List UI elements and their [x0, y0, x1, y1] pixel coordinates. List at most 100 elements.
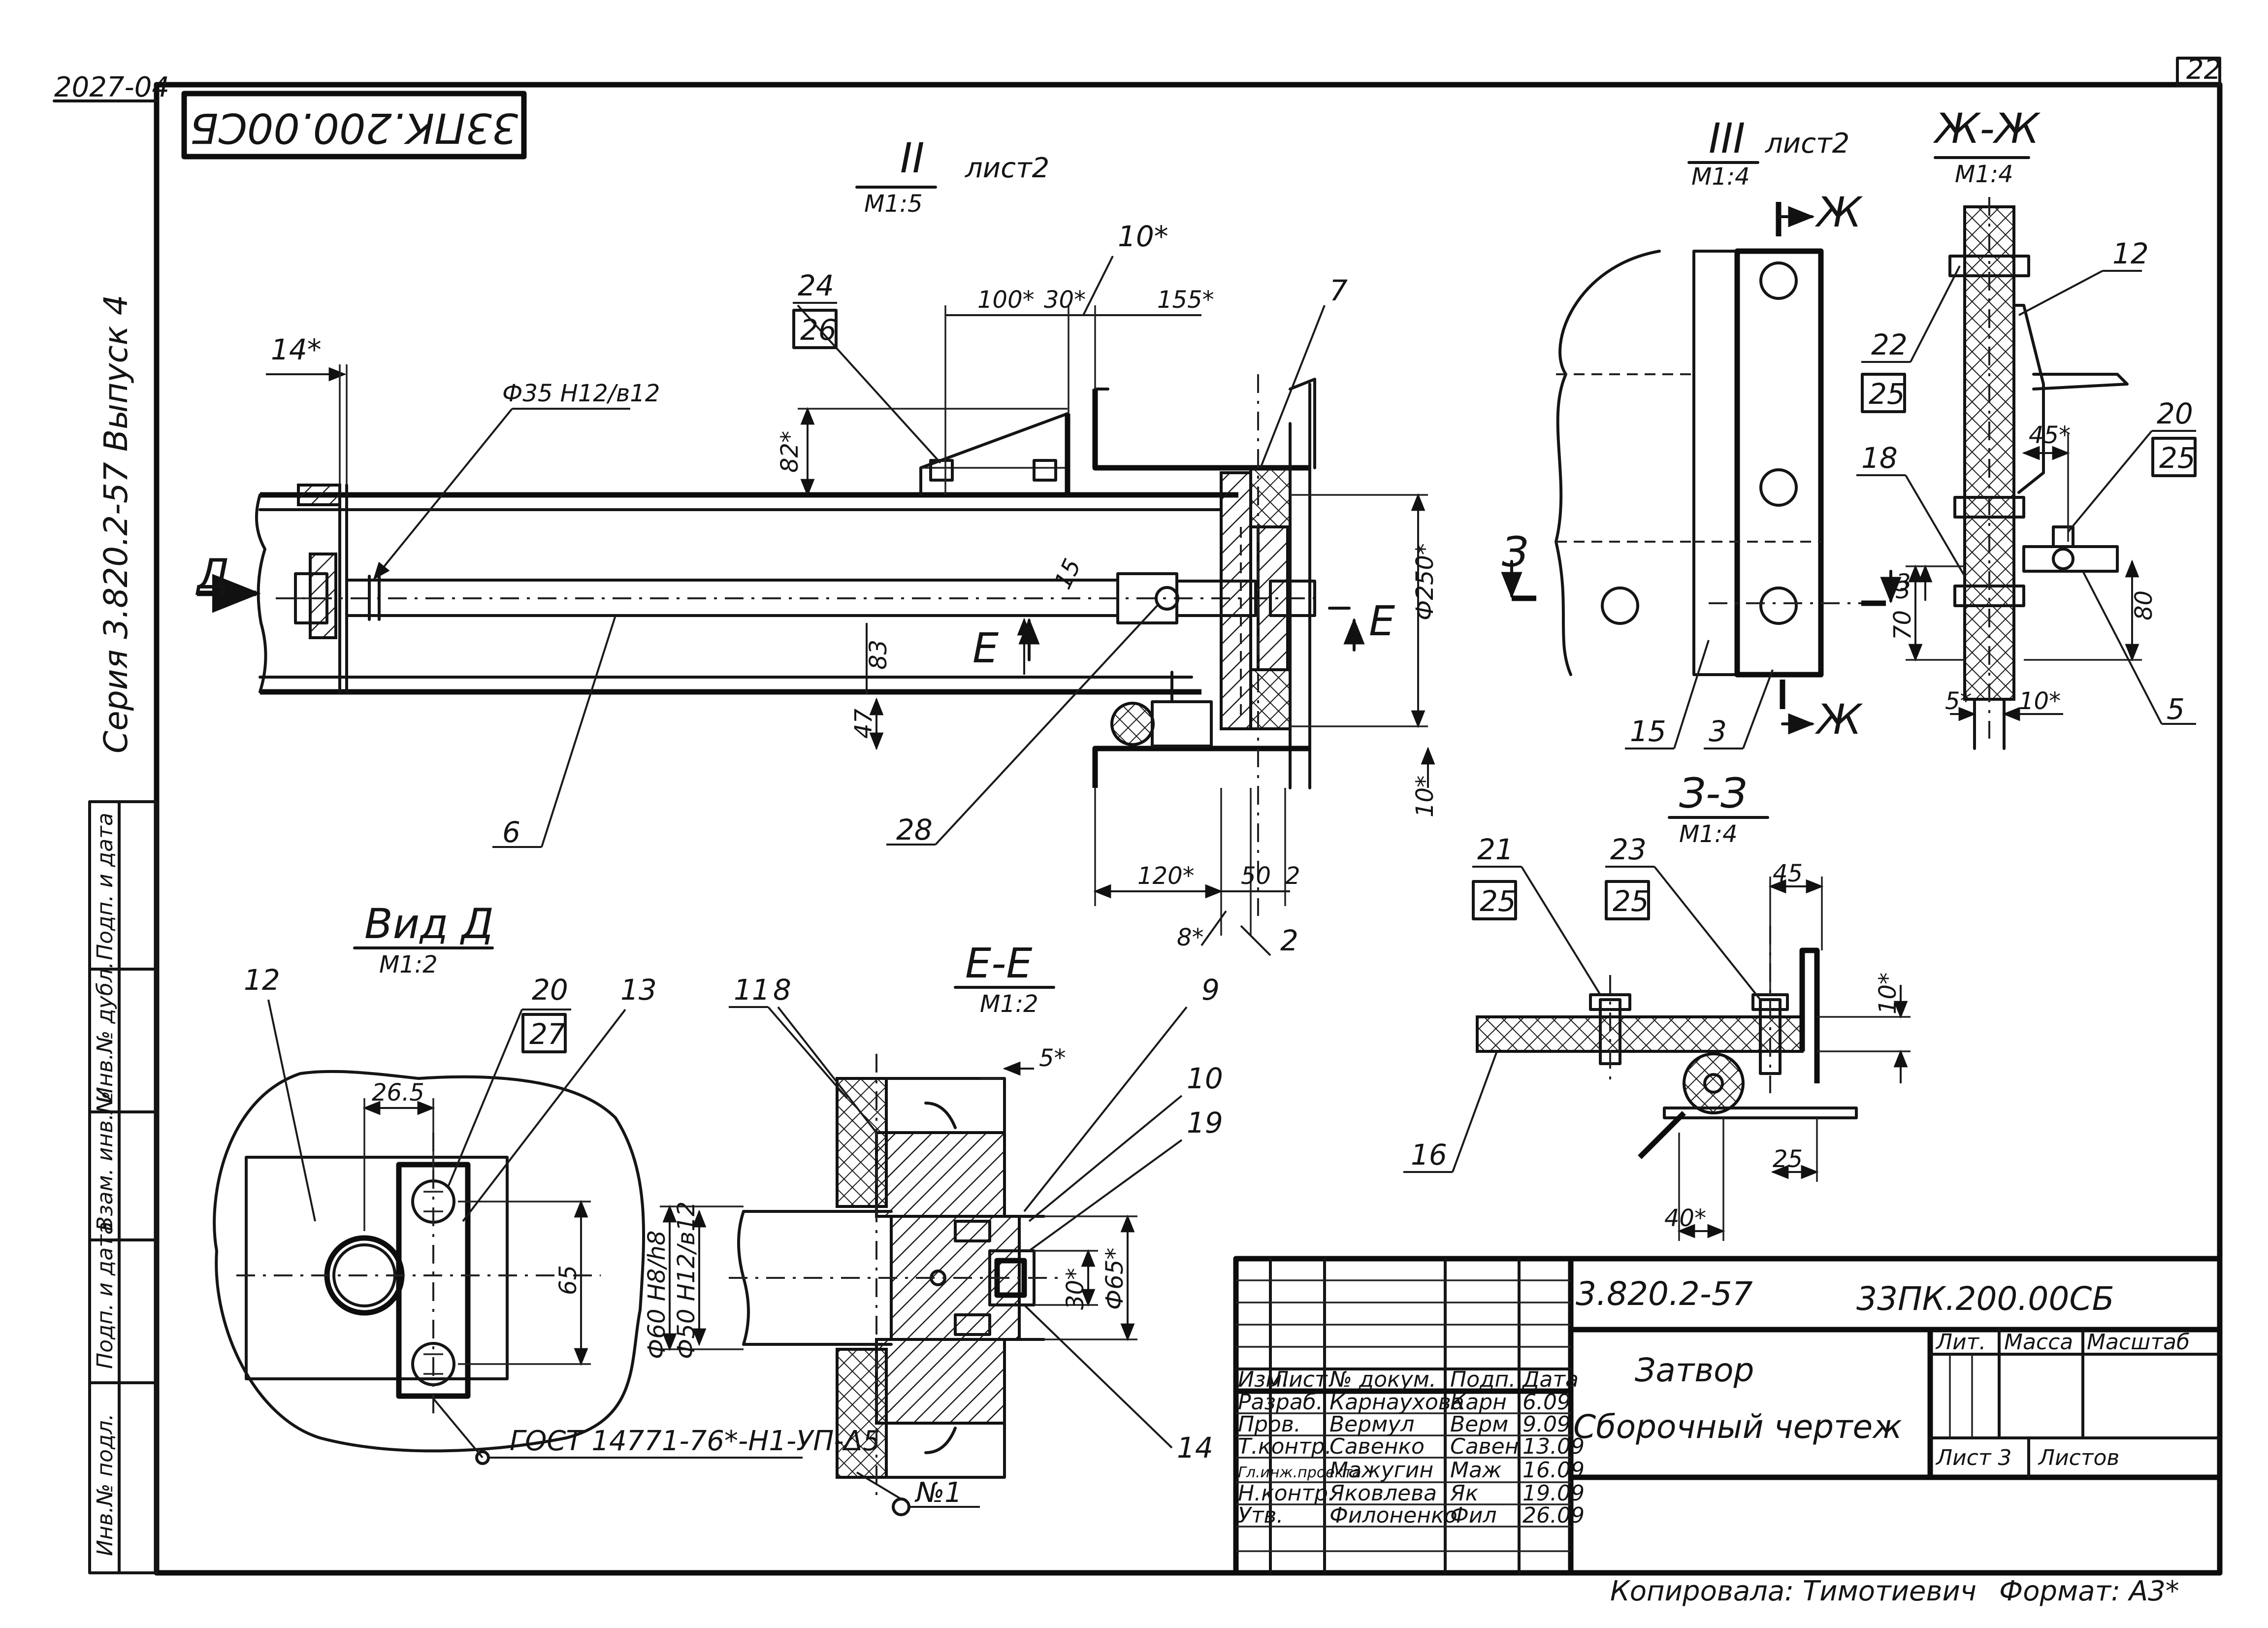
side-strip: Инв.№ подл. Подп. и дата Взам. инв.№ Инв… — [88, 800, 158, 1574]
section-e: Е-Е М1:2 5* Ф60 Н8/h8 Ф — [643, 939, 1223, 1516]
dim-zh-5: 5* — [1945, 687, 1972, 715]
callout-26: 26 — [800, 313, 837, 347]
callout-25d: 25 — [1613, 884, 1649, 918]
section-z-scale: М1:4 — [1679, 820, 1738, 848]
callout-27: 27 — [529, 1017, 566, 1051]
weld-note: ГОСТ 14771-76*-Н1-УП-Δ5 — [510, 1425, 880, 1457]
dim-zh-70: 70 — [1889, 610, 1916, 640]
tb-doctype: Сборочный чертеж — [1573, 1408, 1902, 1446]
footer-copied: Копировала: Тимотиевич — [1610, 1575, 1976, 1607]
view-3-sheet: лист2 — [1765, 128, 1849, 160]
dim-zh-3: 3 — [1896, 569, 1911, 597]
tb-name: Затвор — [1635, 1351, 1754, 1389]
dim-vd-65: 65 — [554, 1265, 582, 1295]
callout-10b: 10 — [1187, 1062, 1223, 1095]
dim-10: 10* — [1411, 776, 1439, 817]
callout-14: 14 — [1177, 1431, 1213, 1465]
tb-date-5: 26.09 — [1523, 1503, 1585, 1528]
side-label-2: Взам. инв.№ — [93, 1091, 118, 1231]
marker-e-right: Е — [1369, 597, 1395, 645]
callout-18: 18 — [1861, 441, 1898, 475]
view-3-scale: М1:4 — [1691, 163, 1750, 191]
dim-zz-40: 40* — [1664, 1205, 1706, 1232]
corner-code: 2027-04 — [54, 71, 169, 103]
callout-7: 7 — [1329, 274, 1348, 307]
view-3-title: III — [1709, 114, 1745, 163]
callout-21: 21 — [1477, 833, 1514, 866]
dim-83: 83 — [865, 640, 892, 670]
tb-lit: Лит. — [1935, 1330, 1986, 1355]
dim-ee-phi60: Ф60 Н8/h8 — [643, 1231, 671, 1359]
tb-role-3: Гл.инж.проекта — [1238, 1464, 1361, 1481]
tb-date-4: 19.09 — [1523, 1481, 1585, 1506]
callout-3: 3 — [1709, 715, 1727, 748]
callout-8: 8 — [773, 973, 791, 1007]
tb-sign-2: Савен — [1450, 1434, 1519, 1459]
section-e-scale: М1:2 — [980, 990, 1038, 1018]
tb-sign-1: Верм — [1450, 1412, 1508, 1437]
dim-zh-10: 10* — [2019, 687, 2061, 715]
tb-col-date: Дата — [1522, 1367, 1579, 1392]
tb-col-list: Лист — [1271, 1367, 1328, 1392]
dim-phi250: Ф250* — [1411, 543, 1439, 620]
title-block: Изм. Лист № докум. Подп. Дата Разраб. Ка… — [1233, 1256, 2223, 1576]
callout-6: 6 — [502, 815, 520, 849]
dim-ee-30: 30* — [1062, 1268, 1089, 1310]
dim-30: 30* — [1044, 286, 1086, 314]
dim-ee-5: 5* — [1039, 1044, 1066, 1072]
dim-47: 47 — [850, 708, 877, 739]
dim-120: 120* — [1137, 862, 1195, 890]
tb-scale: Масштаб — [2087, 1330, 2190, 1355]
callout-25c: 25 — [1480, 884, 1516, 918]
tb-sheet: Лист 3 — [1935, 1445, 2011, 1470]
callout-22: 22 — [1871, 328, 1908, 361]
marker-zh-top: Ж — [1814, 188, 1863, 236]
callout-23: 23 — [1610, 833, 1647, 866]
callout-12b: 12 — [244, 963, 280, 997]
callout-20b: 20 — [532, 973, 568, 1007]
dim-82: 82* — [776, 431, 804, 473]
stamp-text: 33ПК.200.00СБ — [190, 104, 518, 152]
view-3: III лист2 М1:4 Ж Ж З 3 15 3 — [1501, 114, 1911, 749]
rotated-stamp: 33ПК.200.00СБ — [181, 91, 527, 160]
tb-name-0: Карнаухова — [1329, 1390, 1464, 1415]
callout-13: 13 — [620, 973, 657, 1007]
section-e-title: Е-Е — [965, 939, 1032, 987]
tb-role-4: Н.контр. — [1238, 1481, 1335, 1506]
dim-zz-10: 10* — [1874, 973, 1902, 1014]
dim-ee-phi50: Ф50 Н12/в12 — [673, 1202, 700, 1359]
series-vertical: Серия 3.820.2-57 Выпуск 4 — [97, 294, 135, 753]
tb-sign-3: Маж — [1450, 1458, 1502, 1483]
view-d: Вид Д М1:2 26.5 65 12 20 27 13 — [213, 900, 880, 1465]
section-z: З-З М1:4 45 10* 25 40* 21 — [1403, 769, 1911, 1241]
marker-e-left: Е — [972, 624, 999, 672]
tb-sheets: Листов — [2038, 1445, 2119, 1470]
dim-zh-80: 80 — [2130, 590, 2158, 620]
tb-col-doc: № докум. — [1328, 1367, 1436, 1392]
dim-vd-265: 26.5 — [372, 1079, 424, 1107]
weld-symbol: №1 — [914, 1477, 962, 1509]
callout-25a: 25 — [1869, 377, 1905, 411]
section-z-title: З-З — [1679, 769, 1747, 817]
dim-v3-3: 3 — [1896, 577, 1911, 604]
tb-name-5: Филоненко — [1329, 1503, 1458, 1528]
dim-zh-45: 45* — [2029, 422, 2071, 449]
tb-col-izm: Изм. — [1238, 1367, 1289, 1392]
marker-zh-bottom: Ж — [1814, 695, 1863, 744]
tb-name-3: Мажугин — [1329, 1458, 1433, 1483]
view-2-scale: М1:5 — [864, 190, 923, 218]
callout-16: 16 — [1411, 1138, 1447, 1172]
tb-date-2: 13.09 — [1523, 1434, 1585, 1459]
dim-50: 50 — [1241, 862, 1271, 890]
tb-name-2: Савенко — [1329, 1434, 1425, 1459]
tb-name-4: Яковлева — [1329, 1481, 1437, 1506]
callout-15: 15 — [1630, 715, 1666, 748]
view-zh-scale: М1:4 — [1955, 161, 2013, 188]
page-number: 22 — [2186, 54, 2221, 86]
tb-col-sign: Подп. — [1450, 1367, 1516, 1392]
marker-d: Д — [195, 550, 229, 598]
callout-24: 24 — [798, 269, 834, 302]
callout-25b: 25 — [2159, 441, 2196, 475]
view-zh-title: Ж-Ж — [1933, 104, 2041, 153]
